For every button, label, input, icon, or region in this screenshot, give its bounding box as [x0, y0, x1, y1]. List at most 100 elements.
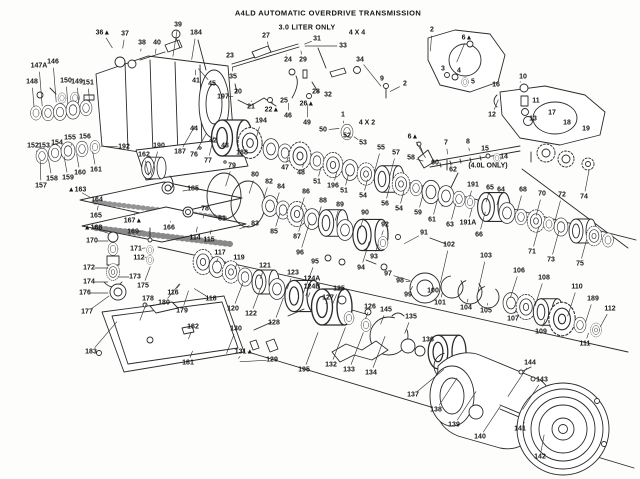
- part-label-52: 52: [343, 132, 351, 140]
- part-label-63: 63: [446, 221, 454, 229]
- part-label-169: 169: [127, 228, 139, 236]
- part-label-97: 97: [384, 270, 392, 278]
- part-label-22: 22▲: [264, 106, 280, 114]
- part-label-160: 160: [74, 169, 86, 177]
- part-label-12: 12: [488, 111, 496, 119]
- part-label-49: 49: [303, 119, 311, 127]
- output-shaft-shape: [417, 143, 595, 171]
- part-label-156: 156: [79, 133, 91, 141]
- part-label-86: 86: [302, 188, 310, 196]
- part-label-112: 112: [604, 305, 616, 313]
- part-label-36: 36▲: [95, 29, 111, 37]
- part-label-18: 18: [563, 119, 571, 127]
- part-label-42: 42: [209, 137, 217, 145]
- part-label-184: 184: [190, 29, 202, 37]
- part-label-20: 20: [234, 88, 242, 96]
- part-label-151: 151: [82, 79, 94, 87]
- part-label-41: 41: [192, 77, 200, 85]
- part-label-130: 130: [230, 325, 242, 333]
- part-label-55: 55: [377, 144, 385, 152]
- part-label-38: 38: [138, 39, 146, 47]
- part-label-162: 162: [138, 151, 150, 159]
- part-label-175: 175: [137, 282, 149, 290]
- part-label-129: 129: [266, 356, 278, 364]
- part-label-168: ▲168: [83, 224, 103, 232]
- part-label-27: 27: [262, 32, 270, 40]
- part-label-45: 45: [208, 80, 216, 88]
- part-label-43: 43: [221, 142, 229, 150]
- part-label-2: 2: [403, 80, 407, 88]
- part-label-25: 25: [280, 97, 288, 105]
- part-label-85: 85: [270, 228, 278, 236]
- part-label-13: 13: [529, 115, 537, 123]
- part-label-17: 17: [548, 109, 556, 117]
- part-label-51: 51: [340, 187, 348, 195]
- part-label-15: 15: [481, 145, 489, 153]
- part-label-11: 11: [532, 97, 540, 105]
- part-label-142: 142: [534, 453, 546, 461]
- part-label-66: 66: [475, 231, 483, 239]
- part-label-173: 173: [129, 273, 141, 281]
- part-label-84: 84: [277, 183, 285, 191]
- part-label-24: 24: [284, 56, 292, 64]
- oil-pan-shape: [96, 295, 245, 373]
- part-label-191A: 191A: [459, 219, 477, 227]
- part-label-146: 146: [47, 58, 59, 66]
- part-label-6: 6▲: [461, 34, 473, 42]
- part-label-82: 82: [265, 178, 273, 186]
- part-label-76: 76: [190, 151, 198, 159]
- part-label-6: 6▲: [407, 133, 419, 141]
- part-label-94: 94: [357, 264, 365, 272]
- part-label-152: 152: [27, 142, 39, 150]
- part-label-54: 54: [395, 205, 403, 213]
- part-label-157: 157: [35, 182, 47, 190]
- part-label-125: 125: [333, 285, 345, 293]
- part-label-192: 192: [118, 143, 130, 151]
- part-label-147A: 147A: [30, 62, 48, 70]
- part-label-44: 44: [190, 125, 198, 133]
- part-label-91: 91: [420, 229, 428, 237]
- part-label-65: 65: [486, 184, 494, 192]
- valve-body-shape: [79, 181, 247, 247]
- part-label-103: 103: [480, 252, 492, 260]
- part-label-78: 78: [201, 205, 209, 213]
- part-label-35: 35: [229, 73, 237, 81]
- part-label-154: 154: [51, 139, 63, 147]
- part-label-26: 26▲: [299, 100, 315, 108]
- part-label-135: 135: [405, 313, 417, 321]
- part-label-182: 182: [187, 323, 199, 331]
- part-label-148: 148: [26, 78, 38, 86]
- part-label-190: 190: [153, 142, 165, 150]
- four-liter-bracket: [441, 151, 629, 249]
- part-label-47: 47: [281, 164, 289, 172]
- part-label-118: 118: [205, 295, 217, 303]
- part-label-83: 83: [251, 220, 259, 228]
- part-label-93: 93: [370, 253, 378, 261]
- part-label-80: 80: [251, 171, 259, 179]
- part-label-189: 189: [587, 295, 599, 303]
- part-label-180: 180: [158, 299, 170, 307]
- part-label-195: 195: [298, 366, 310, 374]
- part-label-149: 149: [71, 78, 83, 86]
- part-label-134: 134: [365, 369, 377, 377]
- part-label-104: 104: [460, 304, 472, 312]
- part-label-115: 115: [203, 236, 215, 244]
- part-label-31: 31: [313, 35, 321, 43]
- part-label-124A: 124A: [303, 275, 321, 283]
- part-label-179: 179: [176, 307, 188, 315]
- part-label-197: 197: [217, 93, 229, 101]
- part-label-140: 140: [474, 433, 486, 441]
- part-label-29: 29: [299, 56, 307, 64]
- part-label-137: 137: [407, 391, 419, 399]
- part-label-59: 59: [414, 209, 422, 217]
- modulator-parts-shape: [114, 29, 207, 71]
- part-label-176: 176: [79, 289, 91, 297]
- part-label-56: 56: [381, 200, 389, 208]
- part-label-165: 165: [90, 212, 102, 220]
- part-label-166: 166: [163, 224, 175, 232]
- part-label-170: 170: [86, 237, 98, 245]
- part-label-64: 64: [497, 186, 505, 194]
- part-label-21: 21: [247, 103, 255, 111]
- part-label-102: 102: [443, 241, 455, 249]
